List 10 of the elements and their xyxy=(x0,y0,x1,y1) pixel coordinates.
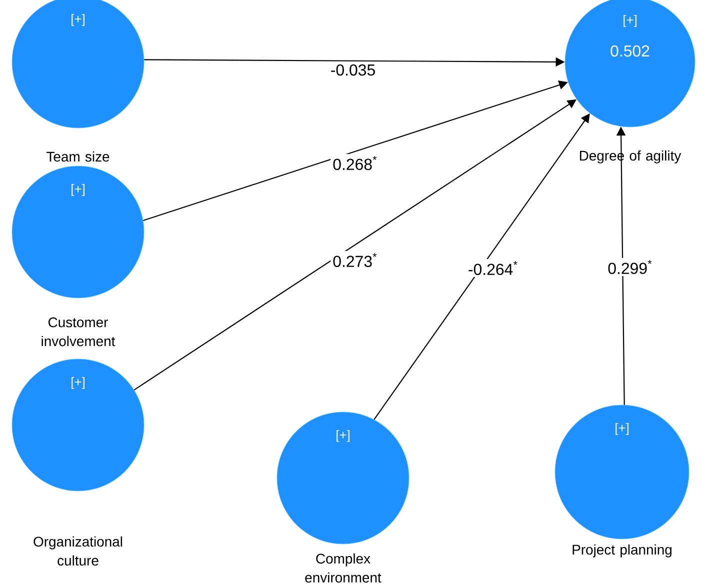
path-coefficient: 0.268$^{*}$ xyxy=(330,154,380,172)
node-label: Team size xyxy=(46,151,110,162)
path-coefficient: -0.264$^{*}$ xyxy=(466,258,520,278)
path-coefficient: -0.035 xyxy=(328,62,378,78)
node-label: Organizational culture xyxy=(34,536,122,566)
node-label: Complex environment xyxy=(305,553,382,583)
node-label: Customer involvement xyxy=(42,317,116,346)
path-coefficient: 0.273$^{*}$ xyxy=(330,250,380,270)
node-label: Project planning xyxy=(572,544,672,558)
path-coefficient: 0.299$^{*}$ xyxy=(606,258,654,276)
